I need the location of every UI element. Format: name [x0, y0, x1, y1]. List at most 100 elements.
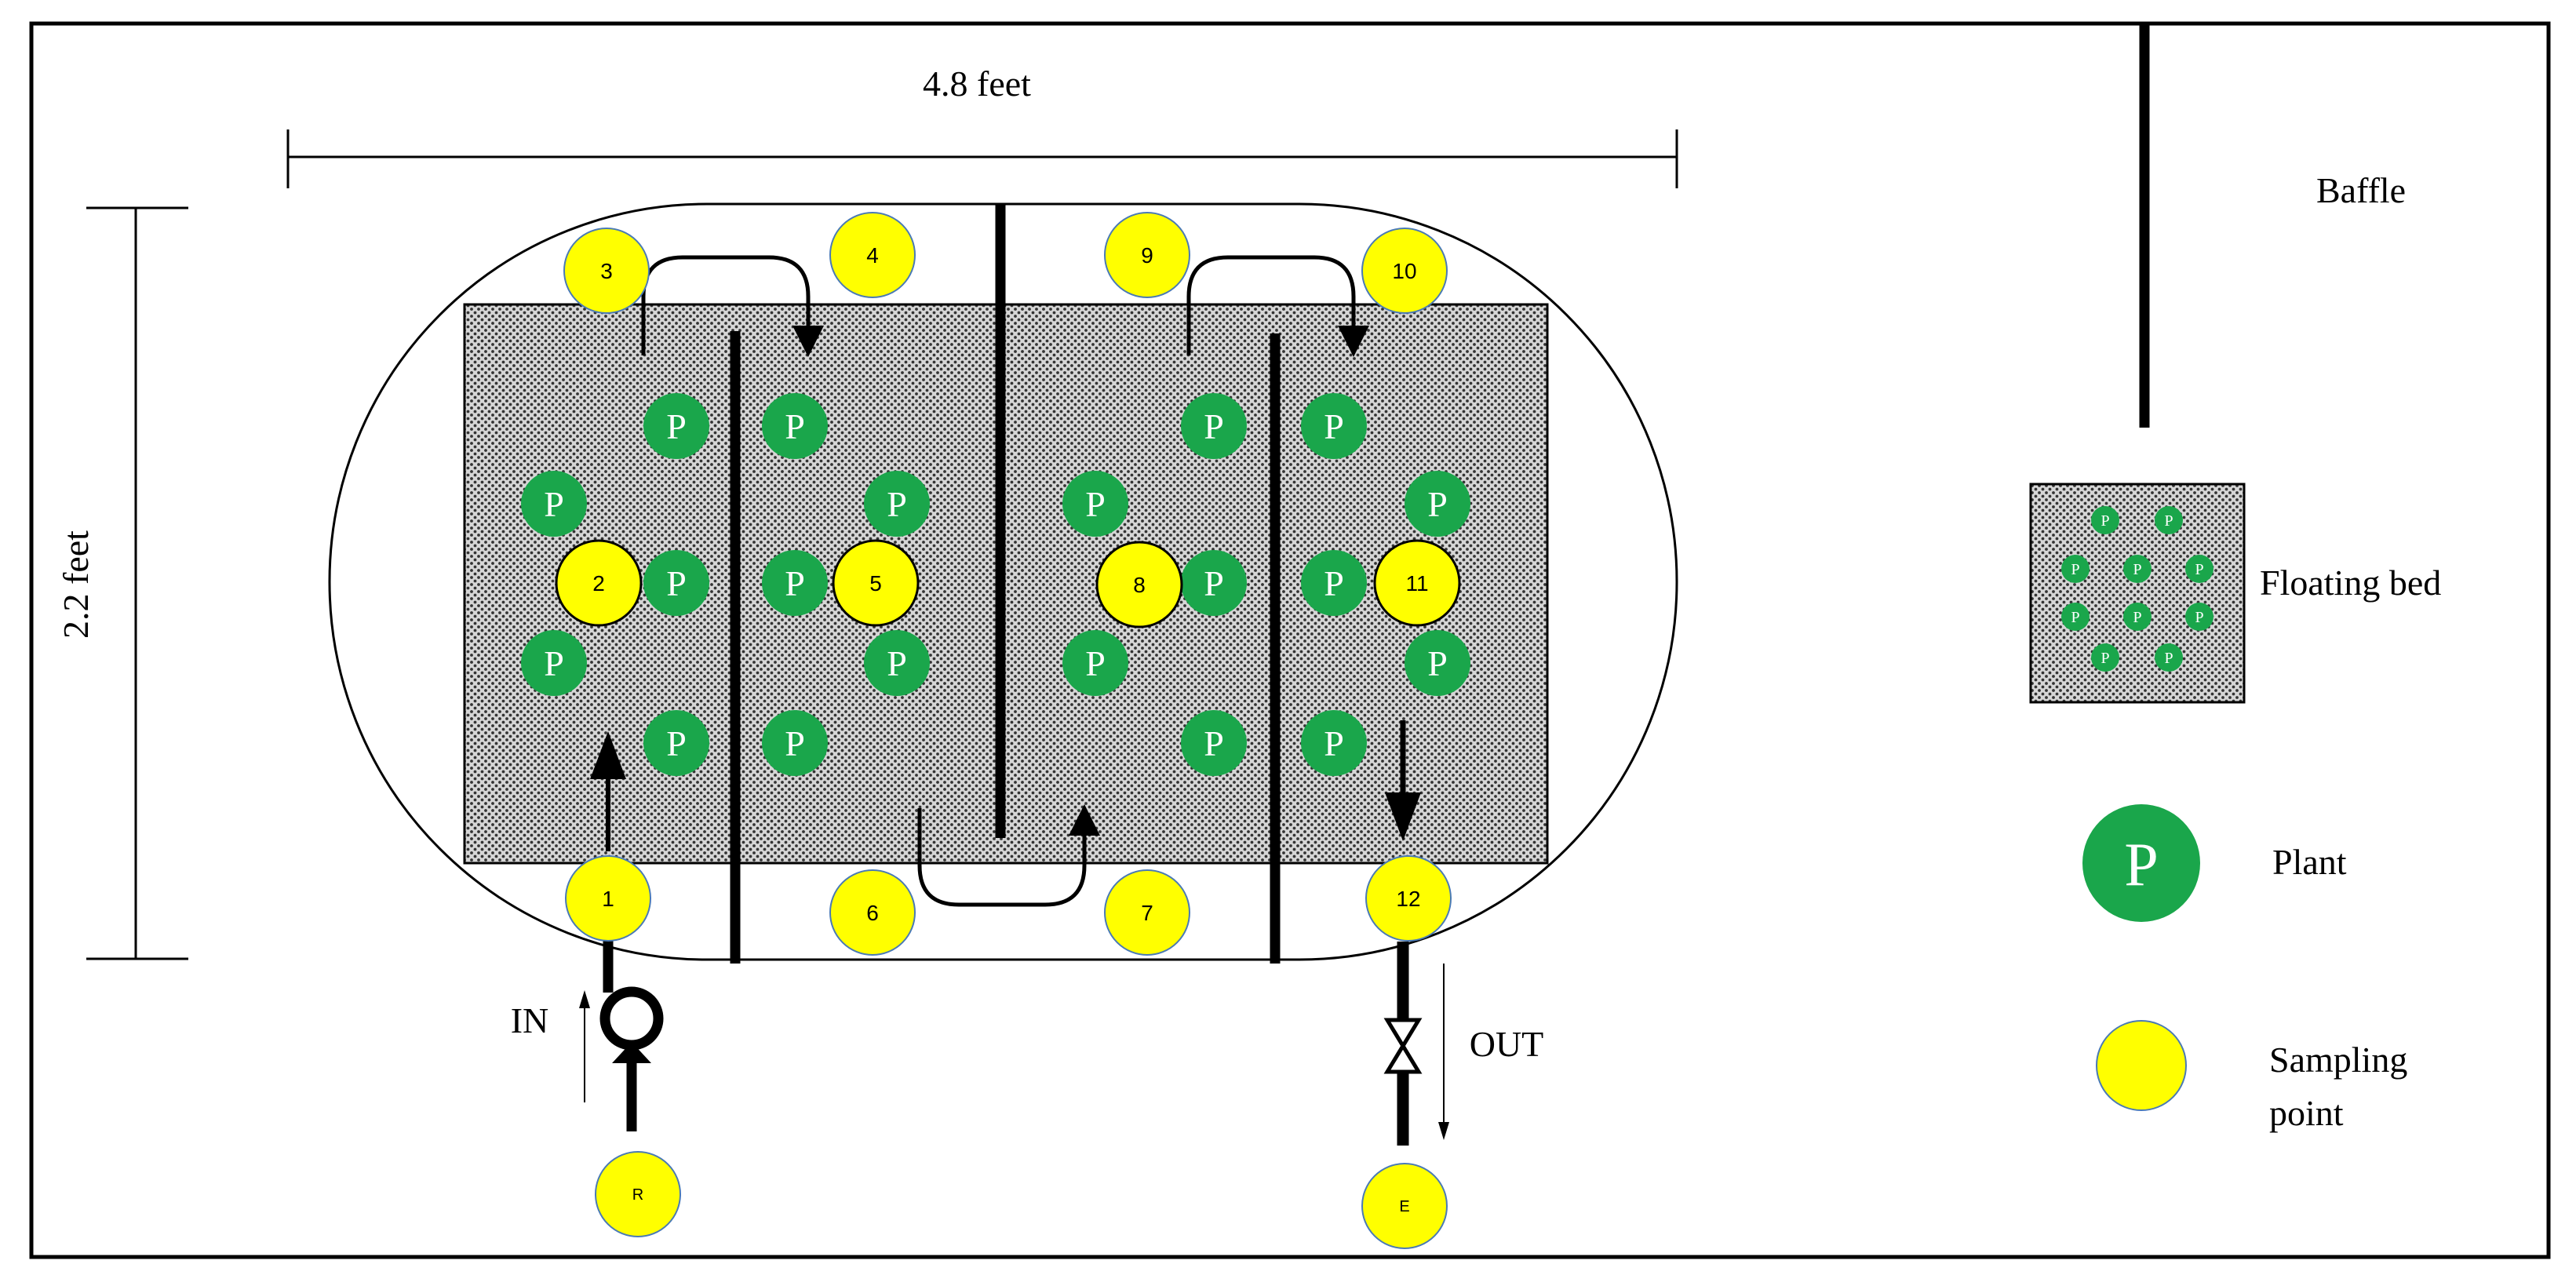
sampling-point-12: 12 — [1365, 855, 1452, 942]
svg-text:P: P — [2133, 609, 2141, 626]
outlet-pipe: OUT — [1383, 942, 1544, 1146]
svg-text:9: 9 — [1141, 243, 1153, 268]
plant: P — [1301, 550, 1367, 616]
svg-text:P: P — [785, 563, 805, 603]
svg-text:3: 3 — [600, 259, 613, 283]
legend-plant-label: Plant — [2272, 842, 2347, 882]
svg-text:P: P — [1204, 723, 1224, 763]
svg-text:5: 5 — [869, 571, 882, 596]
svg-text:P: P — [666, 563, 687, 603]
legend-sampling-point-label-line2: point — [2269, 1093, 2344, 1133]
plant: P — [1405, 471, 1470, 537]
plant: P — [762, 393, 828, 459]
sampling-point-11: 11 — [1373, 539, 1461, 627]
svg-text:P: P — [785, 723, 805, 763]
svg-text:P: P — [1204, 563, 1224, 603]
svg-text:P: P — [2071, 561, 2079, 578]
svg-text:6: 6 — [866, 901, 879, 925]
legend-sampling-point-label-line1: Sampling — [2269, 1040, 2407, 1080]
svg-text:8: 8 — [1133, 573, 1146, 597]
svg-text:P: P — [1324, 563, 1344, 603]
sampling-point-10: 10 — [1361, 228, 1448, 314]
svg-text:P: P — [1427, 484, 1448, 524]
sampling-points: 1 2 3 4 5 6 7 8 9 10 11 12 R E — [555, 212, 1461, 1249]
plant: P — [521, 630, 587, 696]
pump-icon — [599, 986, 664, 1051]
width-label: 2.2 feet — [56, 530, 96, 639]
plant: P — [1301, 710, 1367, 776]
plants: P P P P P P P P P P P P P P P P P P P P — [521, 393, 1470, 776]
svg-text:P: P — [666, 723, 687, 763]
svg-text:2: 2 — [592, 571, 605, 596]
sampling-point-2: 2 — [555, 539, 643, 627]
svg-text:4: 4 — [866, 243, 879, 268]
legend-mini-plants: P P P P P P P P P P — [2061, 506, 2213, 672]
plant: P — [1301, 393, 1367, 459]
svg-text:P: P — [1324, 406, 1344, 446]
svg-text:7: 7 — [1141, 901, 1153, 925]
inlet-pipe: IN — [511, 938, 664, 1131]
svg-text:P: P — [544, 643, 564, 683]
svg-text:R: R — [632, 1186, 643, 1204]
svg-text:P: P — [2133, 561, 2141, 578]
svg-text:11: 11 — [1405, 571, 1428, 596]
svg-text:P: P — [666, 406, 687, 446]
svg-text:1: 1 — [602, 887, 614, 911]
legend-floating-bed-label: Floating bed — [2260, 563, 2441, 603]
svg-text:P: P — [544, 484, 564, 524]
svg-text:P: P — [1204, 406, 1224, 446]
legend: Baffle P P P P P P P P P P Floating bed … — [2029, 24, 2441, 1133]
sampling-point-raw: R — [595, 1151, 681, 1237]
inlet-label: IN — [511, 1000, 549, 1040]
plant: P — [1062, 630, 1128, 696]
plant: P — [762, 550, 828, 616]
sampling-point-4: 4 — [829, 212, 916, 298]
outlet-label: OUT — [1470, 1024, 1544, 1064]
plant: P — [643, 710, 709, 776]
svg-text:E: E — [1399, 1198, 1409, 1215]
svg-text:P: P — [2164, 512, 2173, 530]
legend-floating-bed-icon — [2029, 483, 2246, 704]
legend-sampling-point-icon — [2096, 1020, 2187, 1111]
plant: P — [1181, 550, 1247, 616]
sampling-point-effluent: E — [1361, 1163, 1448, 1249]
arrow-heads — [590, 326, 1421, 841]
svg-text:P: P — [1324, 723, 1344, 763]
plant: P — [1405, 630, 1470, 696]
sampling-point-6: 6 — [829, 869, 916, 956]
svg-text:P: P — [1427, 643, 1448, 683]
svg-text:P: P — [2164, 650, 2173, 667]
sampling-point-9: 9 — [1104, 212, 1190, 298]
plant: P — [521, 471, 587, 537]
svg-text:P: P — [887, 484, 907, 524]
svg-text:P: P — [2124, 830, 2158, 898]
length-dimension: 4.8 feet — [286, 64, 1678, 188]
plant: P — [1181, 393, 1247, 459]
sampling-point-1: 1 — [565, 855, 651, 942]
plant: P — [864, 630, 930, 696]
sampling-point-7: 7 — [1104, 869, 1190, 956]
width-dimension: 2.2 feet — [56, 206, 188, 960]
svg-text:P: P — [785, 406, 805, 446]
plant: P — [864, 471, 930, 537]
svg-text:10: 10 — [1392, 259, 1416, 283]
sampling-point-8: 8 — [1095, 541, 1183, 628]
svg-text:P: P — [2101, 512, 2109, 530]
svg-text:P: P — [887, 643, 907, 683]
plant: P — [762, 710, 828, 776]
svg-text:P: P — [1085, 484, 1106, 524]
svg-text:P: P — [2101, 650, 2109, 667]
baffles — [730, 204, 1281, 964]
svg-text:P: P — [2071, 609, 2079, 626]
legend-plant-icon: P — [2082, 804, 2200, 922]
valve-icon — [1383, 1018, 1423, 1074]
flow-arrow-2 — [1186, 255, 1356, 355]
plant: P — [1062, 471, 1128, 537]
svg-text:P: P — [1085, 643, 1106, 683]
svg-text:P: P — [2195, 561, 2203, 578]
length-label: 4.8 feet — [923, 64, 1031, 104]
plant: P — [1181, 710, 1247, 776]
flow-arrow-3 — [917, 808, 1087, 907]
svg-text:12: 12 — [1396, 887, 1420, 911]
